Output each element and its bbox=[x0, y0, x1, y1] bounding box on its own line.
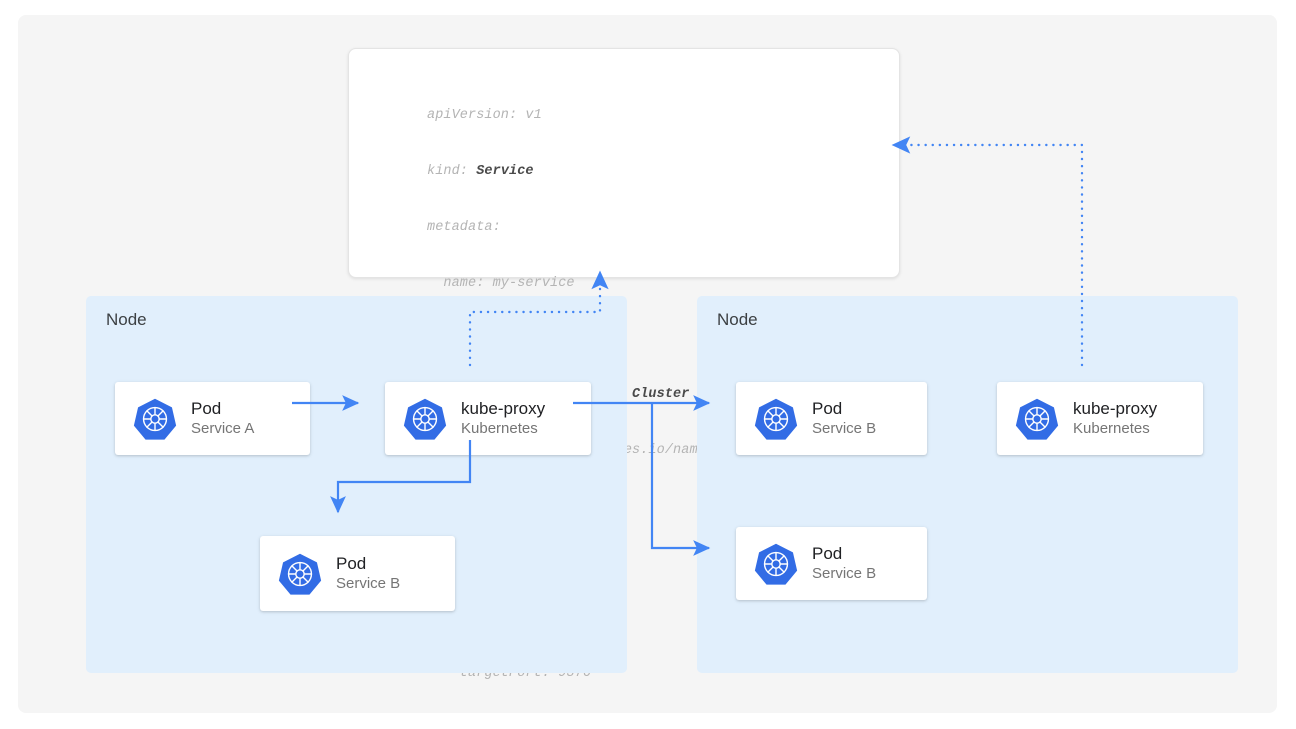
card-title: kube-proxy bbox=[1073, 399, 1158, 418]
card-pod-service-b-local[interactable]: Pod Service B bbox=[260, 536, 455, 611]
card-subtitle: Service A bbox=[191, 420, 255, 437]
node-label-left: Node bbox=[106, 310, 147, 329]
kubernetes-logo-icon bbox=[754, 397, 798, 441]
card-text: Pod Service B bbox=[812, 398, 876, 439]
card-subtitle: Service B bbox=[336, 575, 401, 592]
yaml-line: metadata: bbox=[427, 219, 501, 235]
node-container-right: Node bbox=[697, 296, 1238, 673]
kubernetes-logo-icon bbox=[133, 397, 177, 441]
card-text: Pod Service B bbox=[336, 553, 400, 594]
card-title: Pod bbox=[812, 544, 843, 563]
kubernetes-logo-icon bbox=[1015, 397, 1059, 441]
card-text: kube-proxy Kubernetes bbox=[1073, 398, 1157, 439]
yaml-line: apiVersion: v1 bbox=[427, 108, 542, 124]
card-subtitle: Kubernetes bbox=[461, 420, 538, 437]
service-manifest-card: apiVersion: v1 kind: Service metadata: n… bbox=[348, 48, 900, 681]
kubernetes-logo-icon bbox=[278, 552, 322, 596]
card-pod-service-a[interactable]: Pod Service A bbox=[115, 382, 310, 455]
card-pod-service-b-remote-1[interactable]: Pod Service B bbox=[736, 382, 927, 455]
card-subtitle: Kubernetes bbox=[1073, 420, 1150, 437]
card-text: kube-proxy Kubernetes bbox=[461, 398, 545, 439]
card-text: Pod Service A bbox=[191, 398, 254, 439]
card-title: kube-proxy bbox=[461, 399, 546, 418]
yaml-line: kind: Service bbox=[427, 163, 763, 182]
card-pod-service-b-remote-2[interactable]: Pod Service B bbox=[736, 527, 927, 600]
card-title: Pod bbox=[812, 399, 843, 418]
card-text: Pod Service B bbox=[812, 543, 876, 584]
card-title: Pod bbox=[336, 554, 367, 573]
node-label-right: Node bbox=[717, 310, 758, 329]
yaml-line-value-bold: Service bbox=[476, 163, 534, 179]
yaml-line-key: kind: bbox=[427, 163, 477, 179]
card-kube-proxy-right[interactable]: kube-proxy Kubernetes bbox=[997, 382, 1203, 455]
card-title: Pod bbox=[191, 399, 222, 418]
kubernetes-logo-icon bbox=[403, 397, 447, 441]
node-container-left: Node bbox=[86, 296, 627, 673]
diagram-canvas: apiVersion: v1 kind: Service metadata: n… bbox=[18, 15, 1277, 713]
yaml-line: name: my-service bbox=[427, 275, 575, 291]
card-subtitle: Service B bbox=[812, 565, 877, 582]
card-kube-proxy-left[interactable]: kube-proxy Kubernetes bbox=[385, 382, 591, 455]
card-subtitle: Service B bbox=[812, 420, 877, 437]
kubernetes-logo-icon bbox=[754, 542, 798, 586]
